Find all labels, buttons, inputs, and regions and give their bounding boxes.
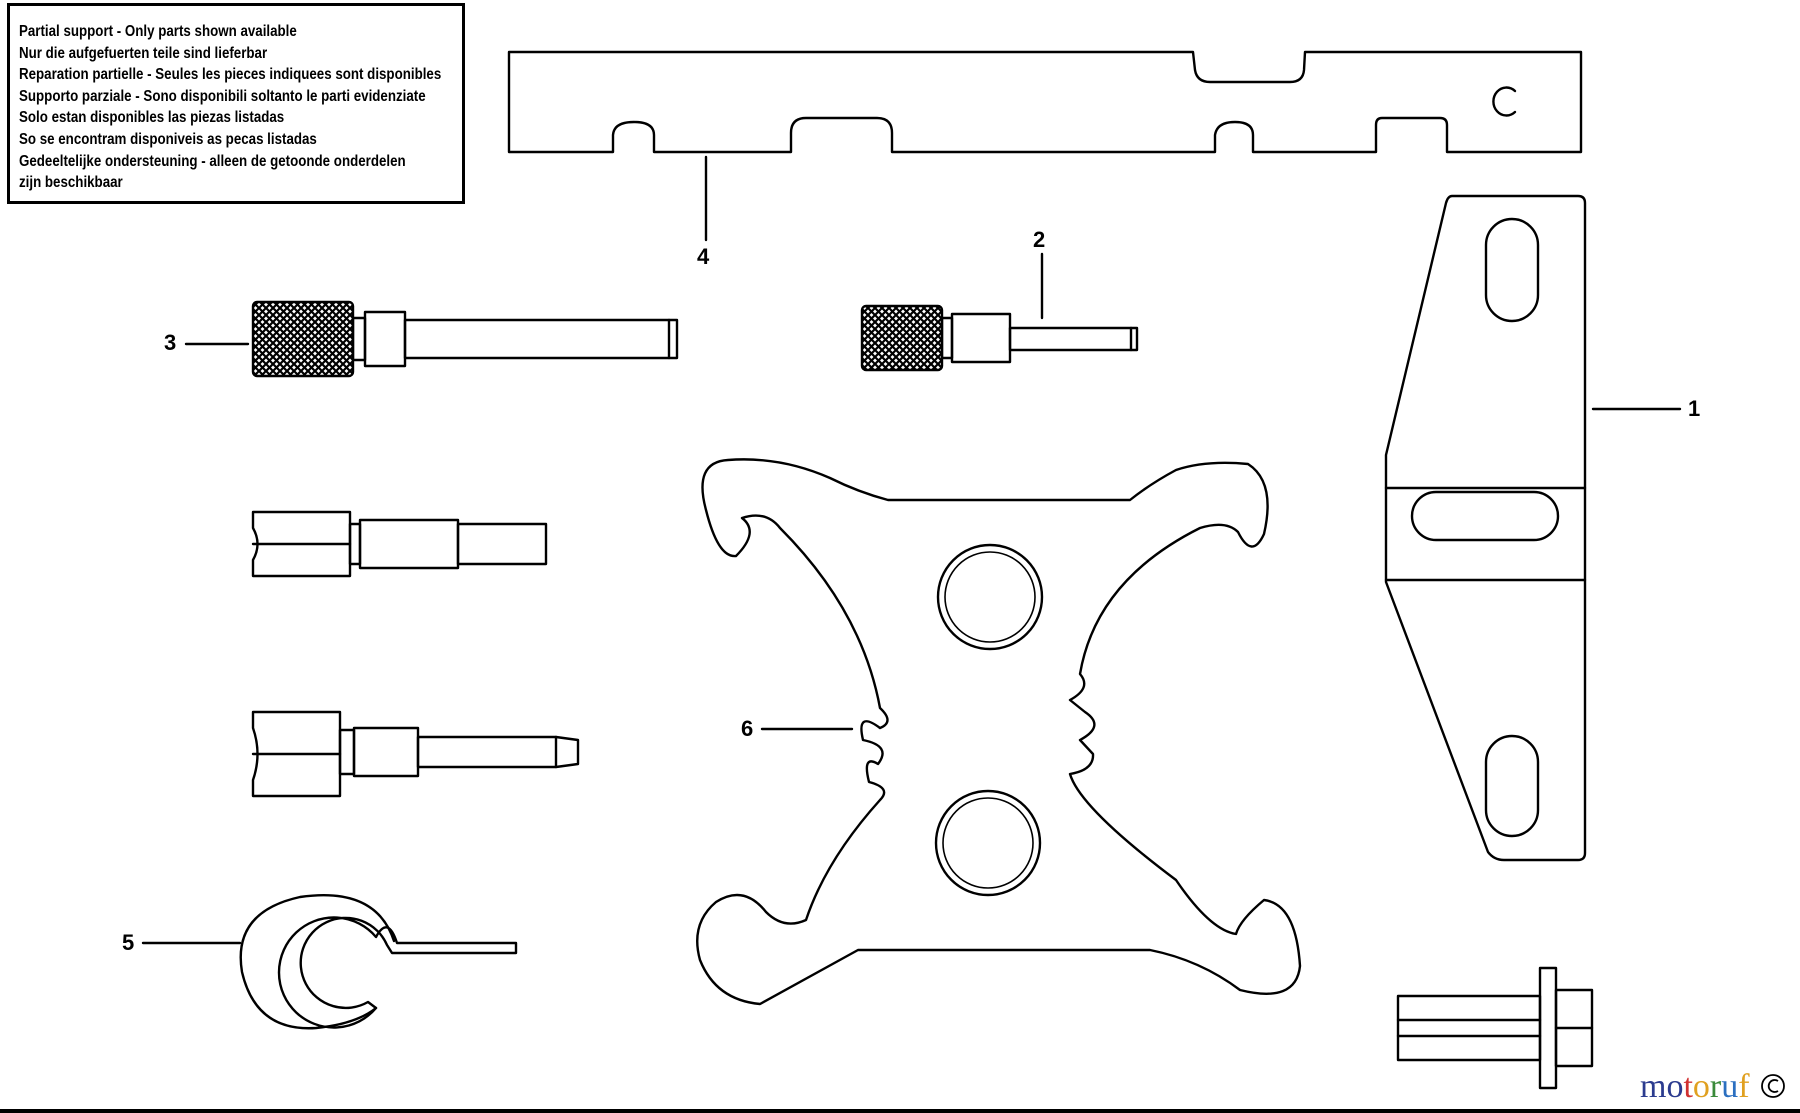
notice-line: Solo estan disponibles las piezas listad…	[19, 109, 285, 127]
notice-line: Nur die aufgefuerten teile sind lieferba…	[19, 44, 268, 62]
callout-2: 2	[1033, 227, 1046, 252]
callout-3: 3	[164, 330, 177, 355]
callout-6: 6	[741, 716, 754, 741]
notice-line: Gedeeltelijke ondersteuning - alleen de …	[19, 152, 406, 170]
brand-letter: t	[1683, 1068, 1693, 1105]
notice-line: zijn beschikbaar	[19, 174, 123, 192]
part-5-ring-pin	[141, 893, 518, 1030]
brand-letter: o	[1692, 1068, 1710, 1105]
callout-5: 5	[122, 930, 135, 955]
bottom-rule	[0, 1109, 1800, 1113]
brand-letter: r	[1709, 1068, 1722, 1105]
notice-line: So se encontram disponiveis as pecas lis…	[19, 130, 317, 148]
brand-watermark: motoruf	[1640, 1068, 1750, 1106]
part-2-knurled-pin	[860, 252, 1139, 372]
notice-line: Supporto parziale - Sono disponibili sol…	[19, 87, 426, 105]
brand-letter: m	[1640, 1068, 1667, 1105]
notice-line: Partial support - Only parts shown avail…	[19, 23, 297, 40]
tapered-hex-pin	[251, 710, 580, 798]
brand-letter: u	[1721, 1068, 1739, 1105]
part-4-timing-bar	[507, 50, 1583, 242]
part-6-alignment-plate	[696, 458, 1302, 1006]
brand-letter: o	[1666, 1068, 1684, 1105]
flanged-hex-bolt	[1396, 966, 1594, 1090]
part-3-knurled-pin	[184, 300, 679, 378]
hex-pin	[251, 510, 548, 578]
brand-letter: f	[1738, 1068, 1750, 1105]
copyright-icon	[1761, 1074, 1785, 1098]
notice-line: Reparation partielle - Seules les pieces…	[19, 66, 442, 84]
callout-1: 1	[1688, 396, 1701, 421]
part-1-locking-plate	[1384, 194, 1682, 862]
callout-4: 4	[697, 244, 710, 269]
availability-notice: Partial support - Only parts shown avail…	[7, 3, 465, 204]
